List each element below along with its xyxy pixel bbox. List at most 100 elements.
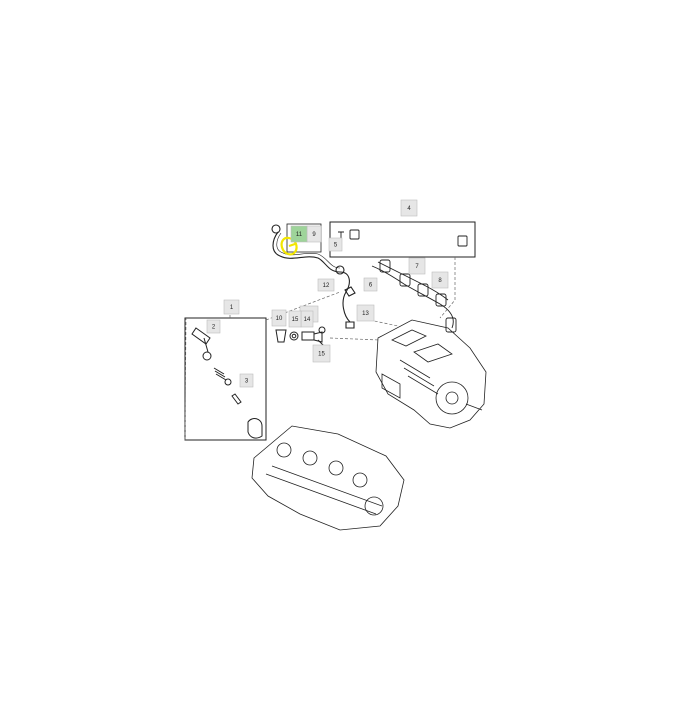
callout-box	[356, 304, 375, 322]
leader-clamp-pump	[329, 337, 381, 341]
injector-parts	[191, 327, 263, 439]
callout-4[interactable]: 4	[400, 199, 418, 217]
callout-label: 5	[334, 243, 338, 249]
ring-part-15-inner	[291, 333, 297, 339]
head-port-1	[276, 442, 292, 458]
banjo-fitting-top	[271, 224, 281, 234]
head-bore	[364, 496, 384, 516]
selected-clamp-outline	[280, 236, 298, 256]
harness-clip-b	[399, 273, 411, 287]
cap-part-10	[275, 329, 287, 343]
harness-cable	[371, 265, 454, 329]
fuel-pipe-inner	[276, 232, 341, 269]
callout-label: 4	[407, 206, 411, 212]
callout-box	[239, 373, 254, 388]
frame-harness-clips	[329, 221, 476, 258]
callout-label: 11	[296, 232, 303, 238]
callout-11[interactable]: 11	[290, 225, 308, 243]
ring-part-15	[289, 331, 299, 341]
harness-clip-d	[435, 293, 447, 307]
callout-2[interactable]: 2	[206, 319, 221, 334]
head-port-4	[352, 472, 368, 488]
injector-nozzle	[203, 337, 209, 353]
callout-label: 12	[323, 283, 330, 289]
frame-injector-assembly	[184, 317, 267, 441]
callout-label: 13	[362, 311, 369, 317]
callout-label: 6	[369, 283, 373, 289]
callout-12a[interactable]: 12	[317, 278, 335, 292]
callout-8[interactable]: 8	[431, 271, 449, 289]
callout-9[interactable]: 9	[306, 225, 322, 243]
callout-label: 3	[245, 379, 249, 385]
selected-clamp-part[interactable]	[280, 236, 298, 256]
head-outline	[251, 425, 405, 531]
clip-part-5	[349, 229, 360, 240]
leader-injector-to-frame	[265, 291, 341, 321]
callout-box	[431, 271, 449, 289]
callout-box	[206, 319, 221, 334]
head-rail	[265, 465, 383, 515]
injector-washer	[202, 351, 212, 361]
callout-label: 15	[318, 352, 325, 358]
callout-10[interactable]: 10	[271, 309, 287, 327]
frames	[184, 221, 476, 441]
callout-5[interactable]: 5	[328, 237, 343, 252]
harness-cable-2	[377, 261, 449, 301]
injector-pin	[231, 393, 242, 405]
callout-1[interactable]: 1	[223, 299, 240, 315]
selected-clamp-tab	[288, 242, 296, 248]
callout-label: 15	[292, 317, 299, 323]
banjo-fitting-mid	[335, 265, 345, 275]
small-parts	[275, 326, 326, 347]
callout-15b[interactable]: 15	[312, 344, 331, 363]
injector-holder	[247, 418, 263, 439]
callout-13[interactable]: 13	[356, 304, 375, 322]
pump-flange	[381, 373, 401, 399]
callout-box	[408, 257, 426, 275]
pump-detail-2	[413, 343, 453, 363]
pump-pulley	[435, 381, 469, 415]
callout-15a[interactable]: 15	[288, 310, 302, 328]
callout-7[interactable]: 7	[408, 257, 426, 275]
cylinder-head	[251, 425, 405, 531]
fuel-line-assembly	[271, 224, 356, 329]
callout-label: 8	[438, 278, 442, 284]
callout-label: 10	[276, 316, 283, 322]
pump-pulley-hub	[445, 391, 459, 405]
fitting-part-14	[301, 331, 323, 343]
pump-detail-1	[391, 329, 427, 347]
callout-14[interactable]: 14	[300, 310, 314, 328]
head-port-3	[328, 460, 344, 476]
pump-housing	[375, 319, 487, 429]
callout-label: 2	[212, 325, 216, 331]
callout-box	[400, 199, 418, 217]
injection-pump	[375, 319, 487, 429]
injector-spring	[213, 367, 227, 381]
head-port-2	[302, 450, 318, 466]
clip-part-right	[457, 235, 468, 247]
harness-clip-e	[445, 317, 457, 333]
harness-assembly	[338, 229, 468, 333]
injector-seal	[224, 378, 232, 386]
callout-box	[317, 278, 335, 292]
pipe-end	[345, 321, 355, 329]
callout-3[interactable]: 3	[239, 373, 254, 388]
callout-box	[271, 309, 287, 327]
callout-6[interactable]: 6	[363, 277, 378, 292]
harness-clip-c	[417, 283, 429, 297]
fuel-pipe	[272, 231, 351, 323]
leader-harness-down	[439, 257, 456, 319]
callout-box	[328, 237, 343, 252]
callout-layer: 1234567891011121213141515	[206, 199, 449, 388]
callout-box	[290, 225, 308, 243]
callout-box	[223, 299, 240, 315]
harness-clip-a	[379, 259, 391, 273]
callout-label: 1	[230, 305, 234, 311]
leader-injector-bottom	[184, 317, 187, 441]
pump-shaft	[465, 403, 483, 411]
pump-ribs	[399, 359, 439, 395]
callout-label: 9	[312, 232, 316, 238]
fitting-part-12	[318, 326, 326, 334]
